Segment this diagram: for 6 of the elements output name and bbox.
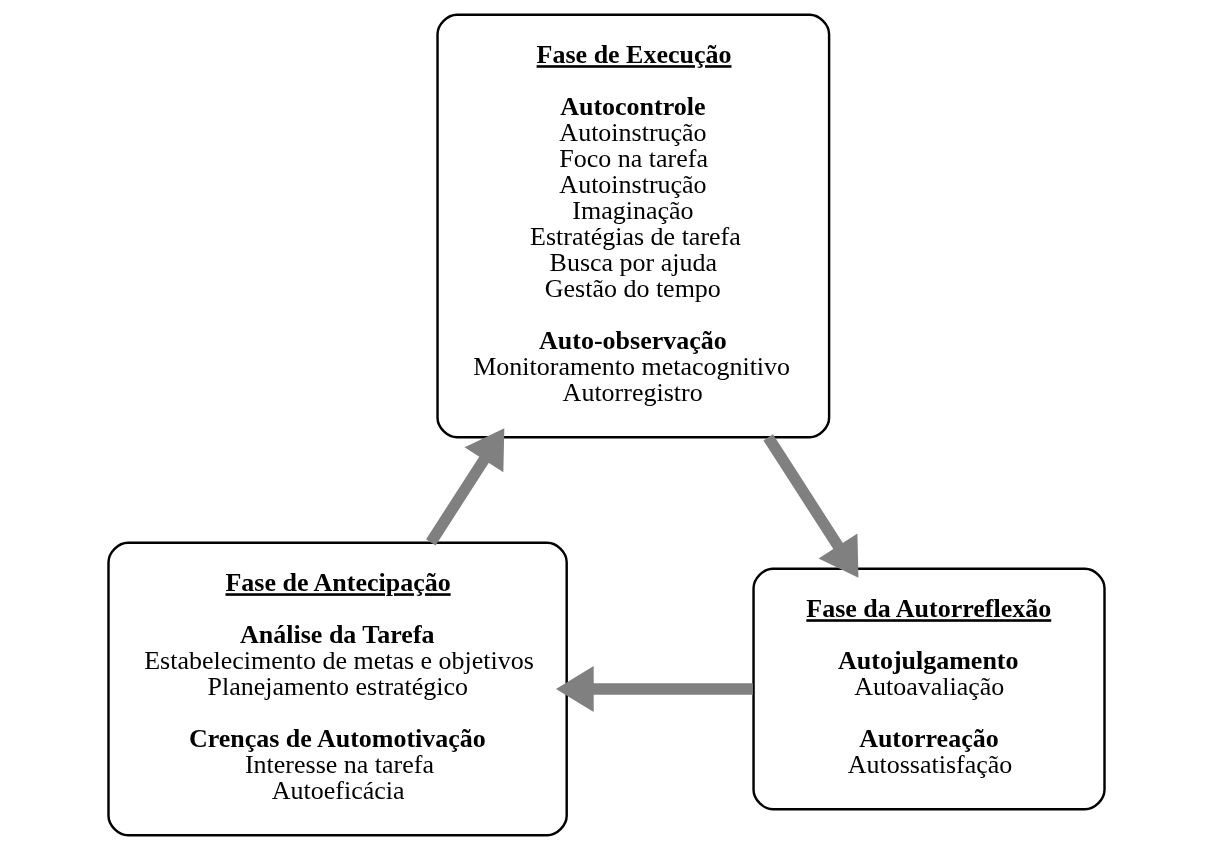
- node-box: Fase de Antecipação Análise da Tarefa Estabelecimento de metas e objetivos Planejamento estratégico Crenças de Automotivação Interesse na tarefa Autoeficácia: [106, 541, 568, 837]
- node-box: Fase da Autorreflexão Autojulgamento Autoavaliação Autorreação Autossatisfação: [751, 567, 1106, 811]
- arrow: [425, 428, 504, 546]
- arrow: [555, 665, 753, 713]
- node-box: Fase de Execução Autocontrole Autoinstrução Foco na tarefa Autoinstrução Imaginação Estratégias de tarefa Busca por ajuda Gestão do tempo Auto-observação Monitoramento metacognitivo Autorregistro: [435, 13, 830, 439]
- arrow: [762, 434, 858, 578]
